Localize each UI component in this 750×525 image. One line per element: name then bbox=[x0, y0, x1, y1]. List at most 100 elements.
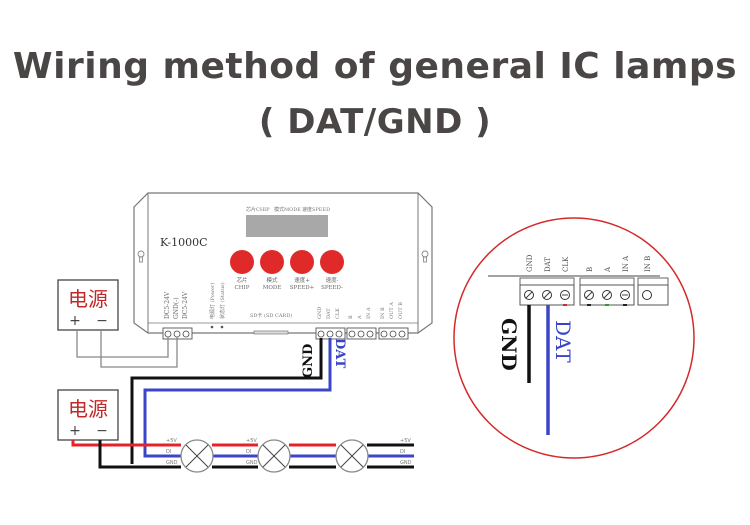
detail-terminal-label: IN A bbox=[622, 255, 630, 272]
signal-terminal-block bbox=[315, 327, 346, 340]
power-supply-label: 电源 bbox=[68, 397, 108, 421]
mount-hole-icon bbox=[421, 250, 429, 263]
minus-terminal: − bbox=[96, 313, 108, 329]
detail-terminal-label: A bbox=[604, 266, 612, 273]
gnd-wire bbox=[130, 338, 323, 464]
screw-icon bbox=[326, 330, 334, 338]
status-led-icon bbox=[220, 325, 224, 329]
detail-magnifier: GND DAT CLK B A IN A IN B GND DAT bbox=[453, 217, 695, 459]
screw-icon bbox=[524, 290, 534, 300]
speed-up-button[interactable] bbox=[290, 250, 314, 274]
pin-label: +5V bbox=[400, 438, 411, 444]
display-label-speed: 速度SPEED bbox=[302, 206, 330, 213]
ab-terminal-block bbox=[346, 327, 377, 340]
pin-label: DI bbox=[246, 449, 251, 455]
mode-button-label-cn: 模式 bbox=[266, 276, 278, 284]
screw-icon bbox=[348, 330, 356, 338]
status-indicator-label: 状态灯 (Status) bbox=[219, 282, 226, 319]
screw-icon bbox=[335, 330, 343, 338]
diagram-subtitle: ( DAT/GND ) bbox=[258, 102, 492, 142]
lamp-power-negative-wire bbox=[98, 440, 181, 469]
screw-icon bbox=[642, 290, 652, 300]
out-terminal-label: CLK bbox=[335, 308, 341, 319]
power-supply-controller: 电源 + − bbox=[57, 279, 119, 331]
screw-icon bbox=[164, 330, 172, 338]
screw-icon bbox=[389, 330, 397, 338]
power-wire-positive bbox=[76, 330, 169, 358]
lamp-3 bbox=[335, 439, 369, 473]
screw-icon bbox=[317, 330, 325, 338]
detail-dat-label: DAT bbox=[551, 320, 575, 363]
out-terminal-label: OUT B bbox=[398, 302, 404, 319]
pin-label: GND bbox=[246, 460, 258, 466]
out-terminal-label: DAT bbox=[326, 308, 332, 319]
controller-box: K-1000C 芯片CHIP 模式MODE 速度SPEED 芯片 CHIP 模式… bbox=[133, 192, 433, 335]
power-supply-lamps: 电源 + − bbox=[57, 389, 119, 441]
display-label-mode: 模式MODE bbox=[274, 206, 301, 213]
pin-label: DI bbox=[166, 449, 171, 455]
power-indicator-label: 电源灯 (Power) bbox=[209, 283, 216, 319]
controller-model: K-1000C bbox=[160, 236, 208, 249]
screw-icon bbox=[602, 290, 612, 300]
speed-up-label-cn: 速度+ bbox=[294, 276, 310, 284]
power-terminal-label: DC5-24V bbox=[164, 291, 171, 319]
out-terminal-label: GND bbox=[317, 307, 323, 319]
mode-button-label-en: MODE bbox=[263, 285, 282, 291]
detail-terminal-label: GND bbox=[526, 254, 534, 272]
gnd-wire-label: GND bbox=[301, 344, 316, 378]
screw-icon bbox=[357, 330, 365, 338]
pin-label: +5V bbox=[246, 438, 257, 444]
screw-icon bbox=[560, 290, 570, 300]
detail-terminal-label: CLK bbox=[562, 256, 570, 272]
dat-wire bbox=[143, 338, 332, 458]
screw-icon bbox=[380, 330, 388, 338]
chip-button[interactable] bbox=[230, 250, 254, 274]
screw-icon bbox=[398, 330, 406, 338]
out-terminal-label: B bbox=[348, 315, 354, 319]
screw-icon bbox=[584, 290, 594, 300]
screw-icon bbox=[173, 330, 181, 338]
plus-terminal: + bbox=[69, 423, 81, 439]
mount-hole-icon bbox=[137, 250, 145, 263]
power-supply-label: 电源 bbox=[68, 287, 108, 311]
detail-gnd-label: GND bbox=[497, 318, 521, 371]
speed-up-label-en: SPEED+ bbox=[290, 285, 315, 291]
out-terminal-label: IN B bbox=[380, 307, 386, 319]
power-terminal-label: GND(-) bbox=[173, 297, 180, 319]
power-wire-negative bbox=[100, 330, 178, 368]
minus-terminal: − bbox=[96, 423, 108, 439]
screw-icon bbox=[620, 290, 630, 300]
screw-icon bbox=[542, 290, 552, 300]
speed-down-label-cn: 速度- bbox=[326, 276, 339, 284]
speed-down-label-en: SPEED- bbox=[321, 285, 343, 291]
chip-button-label-en: CHIP bbox=[235, 285, 250, 291]
dat-wire-label: DAT bbox=[332, 338, 347, 369]
detail-terminal-label: IN B bbox=[644, 256, 652, 272]
lamp-power-positive-wire bbox=[71, 440, 181, 447]
out-terminal-label: IN A bbox=[366, 307, 372, 319]
pin-label: +5V bbox=[166, 438, 177, 444]
speed-down-button[interactable] bbox=[320, 250, 344, 274]
display-label-chip: 芯片CHIP bbox=[246, 206, 270, 213]
pin-label: DI bbox=[400, 449, 405, 455]
plus-terminal: + bbox=[69, 313, 81, 329]
detail-terminal-label: DAT bbox=[544, 257, 552, 272]
io-terminal-block bbox=[378, 327, 409, 340]
lcd-display bbox=[246, 215, 328, 237]
power-terminal-label: DC5-24V bbox=[182, 291, 189, 319]
sd-card-label: SD卡 (SD CARD) bbox=[250, 312, 292, 319]
mode-button[interactable] bbox=[260, 250, 284, 274]
pin-label: GND bbox=[400, 460, 412, 466]
sd-card-slot[interactable] bbox=[253, 330, 289, 335]
lamp-1 bbox=[180, 439, 214, 473]
lamp-pin-labels: +5V DI GND +5V DI GND +5V DI GND bbox=[166, 438, 412, 466]
screw-icon bbox=[182, 330, 190, 338]
power-led-icon bbox=[210, 325, 214, 329]
chip-button-label-cn: 芯片 bbox=[236, 276, 247, 284]
screw-icon bbox=[366, 330, 374, 338]
detail-terminal-label: B bbox=[586, 267, 594, 272]
lamp-2 bbox=[257, 439, 291, 473]
pin-label: GND bbox=[166, 460, 178, 466]
out-terminal-label: OUT A bbox=[389, 302, 395, 319]
